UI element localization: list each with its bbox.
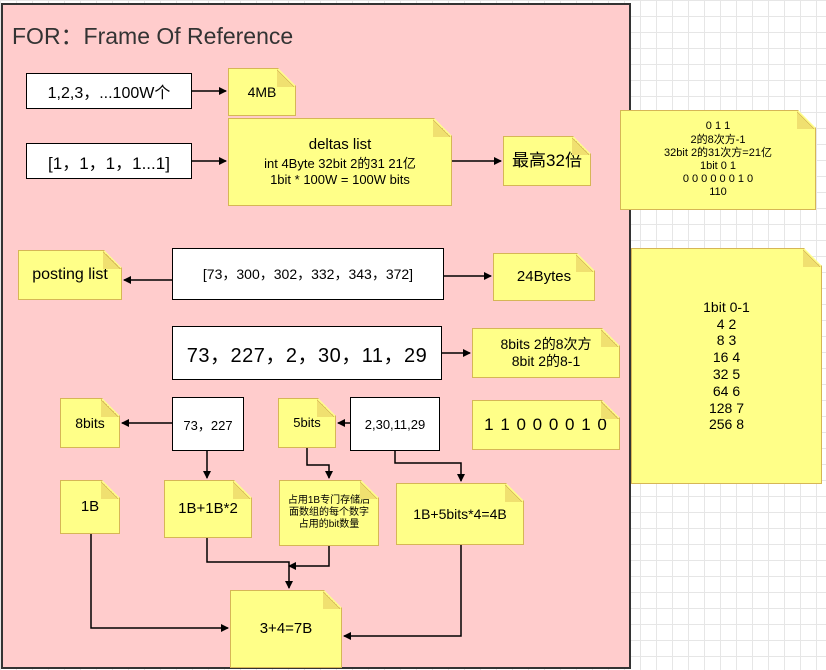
posting-list-text: posting list (32, 266, 108, 284)
size-4mb-note[interactable]: 4MB (228, 68, 296, 116)
calc-a-note[interactable]: 1B+1B*2 (164, 480, 252, 538)
size-1b-text: 1B (80, 498, 100, 515)
bits-explanation-note[interactable]: 8bits 2的8次方 8bit 2的8-1 (472, 328, 620, 378)
max-32x-text: 最高32倍 (512, 150, 582, 170)
binary-range-line: 0 1 1 (705, 120, 731, 133)
bit-capacity-row: 32 5 (712, 366, 741, 382)
storage-explanation-line: 占用的bit数量 (298, 519, 360, 530)
total-text: 3+4=7B (259, 620, 313, 637)
bits-explanation-line: 8bit 2的8-1 (511, 353, 581, 369)
group-b-text: 2,30,11,29 (364, 416, 426, 432)
deltas-list-line: 1bit * 100W = 100W bits (270, 172, 410, 187)
bit-capacity-row: 8 3 (716, 332, 737, 349)
posting-list-note[interactable]: posting list (18, 250, 122, 300)
storage-explanation-note[interactable]: 占用1B专门存储后 面数组的每个数字 占用的bit数量 (279, 480, 379, 546)
label-8bits-note[interactable]: 8bits (60, 398, 120, 448)
bit-capacity-row: 64 6 (712, 382, 741, 399)
binary-range-line: 110 (709, 186, 727, 199)
size-24bytes-text: 24Bytes (516, 268, 572, 285)
ones-list-text: [1，1，1，1...1] (48, 153, 170, 173)
ones-list-box[interactable]: [1，1，1，1...1] (26, 143, 192, 179)
bit-capacity-row: 128 7 (708, 399, 745, 416)
group-b-box[interactable]: 2,30,11,29 (350, 397, 440, 451)
deltas-list-line: int 4Byte 32bit 2的31 21亿 (264, 156, 416, 172)
calc-a-text: 1B+1B*2 (178, 500, 238, 517)
group-a-text: 73，227 (183, 417, 233, 433)
max-32x-note[interactable]: 最高32倍 (503, 136, 591, 186)
storage-explanation-line: 占用1B专门存储后 (287, 495, 371, 506)
storage-explanation-line: 面数组的每个数字 (289, 507, 369, 518)
binary-11000010-note[interactable]: 1 1 0 0 0 0 1 0 (472, 400, 620, 450)
group-a-box[interactable]: 73，227 (172, 397, 244, 451)
label-5bits-note[interactable]: 5bits (278, 398, 336, 448)
binary-range-line: 1bit 0 1 (699, 160, 737, 172)
posting-values-box[interactable]: [73，300，302，332，343，372] (172, 248, 444, 300)
list-1-to-100w-text: 1,2,3，...100W个 (47, 85, 171, 102)
size-4mb-text: 4MB (247, 83, 277, 100)
posting-values-text: [73，300，302，332，343，372] (202, 266, 414, 282)
bit-capacity-row: 16 4 (712, 349, 741, 366)
binary-range-note[interactable]: 0 1 1 2的8次方-1 32bit 2的31次方=21亿 1bit 0 1 … (620, 110, 816, 210)
calc-b-text: 1B+5bits*4=4B (413, 505, 507, 522)
deltas-list-note[interactable]: deltas list int 4Byte 32bit 2的31 21亿 1bi… (228, 118, 452, 206)
bit-capacity-row: 256 8 (708, 416, 745, 433)
binary-range-line: 0 0 0 0 0 0 1 0 (682, 173, 754, 186)
label-8bits-text: 8bits (75, 414, 105, 431)
delta-values-box[interactable]: 73，227，2，30，11，29 (172, 326, 442, 380)
total-note[interactable]: 3+4=7B (230, 590, 342, 668)
size-24bytes-note[interactable]: 24Bytes (493, 253, 595, 301)
list-1-to-100w-box[interactable]: 1,2,3，...100W个 (26, 73, 192, 109)
label-5bits-text: 5bits (293, 415, 321, 431)
deltas-list-heading: deltas list (308, 136, 372, 154)
bit-capacity-table-note[interactable]: 1bit 0-1 4 2 8 3 16 4 32 5 64 6 128 7 25… (631, 248, 822, 484)
binary-11000010-text: 1 1 0 0 0 0 1 0 (484, 414, 608, 434)
binary-range-line: 2的8次方-1 (690, 133, 746, 146)
bit-capacity-row: 4 2 (716, 315, 737, 332)
binary-range-line: 32bit 2的31次方=21亿 (664, 146, 772, 159)
size-1b-note[interactable]: 1B (60, 480, 120, 534)
delta-values-text: 73，227，2，30，11，29 (186, 344, 428, 367)
bits-explanation-line: 8bits 2的8次方 (500, 336, 592, 353)
calc-b-note[interactable]: 1B+5bits*4=4B (396, 483, 524, 545)
bit-capacity-row: 1bit 0-1 (703, 298, 750, 315)
diagram-title: FOR：Frame Of Reference (12, 23, 294, 49)
